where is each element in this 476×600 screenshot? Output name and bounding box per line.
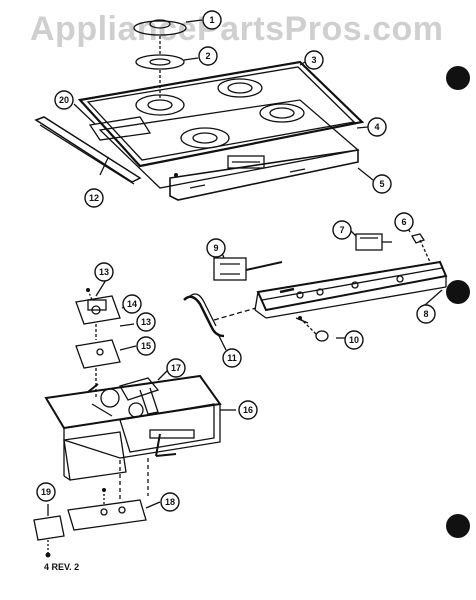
valve-bracket xyxy=(75,295,121,325)
svg-text:4: 4 xyxy=(374,122,379,132)
side-rail xyxy=(34,116,142,183)
cooktop-frame xyxy=(77,60,365,168)
svg-text:6: 6 xyxy=(401,217,406,227)
trim-strip xyxy=(88,116,152,141)
callout-5: 5 xyxy=(372,174,392,194)
svg-text:18: 18 xyxy=(165,497,175,507)
mounting-plate xyxy=(75,339,121,369)
svg-text:13: 13 xyxy=(141,317,151,327)
svg-text:8: 8 xyxy=(423,309,428,319)
svg-text:9: 9 xyxy=(213,243,218,253)
callout-17: 17 xyxy=(166,358,186,378)
svg-text:1: 1 xyxy=(209,15,214,25)
callout-8: 8 xyxy=(416,304,436,324)
svg-text:15: 15 xyxy=(141,341,151,351)
burner-cap xyxy=(133,20,187,36)
callout-1: 1 xyxy=(202,10,222,30)
registration-dot xyxy=(446,280,470,304)
svg-text:11: 11 xyxy=(227,353,237,363)
registration-dot xyxy=(446,514,470,538)
svg-text:19: 19 xyxy=(41,487,51,497)
svg-text:14: 14 xyxy=(127,299,137,309)
callout-13-top: 13 xyxy=(94,262,114,282)
control-knob-small xyxy=(315,330,329,342)
solenoid-block xyxy=(63,431,127,481)
terminal-block xyxy=(33,515,65,541)
callout-10: 10 xyxy=(344,330,364,350)
callout-7: 7 xyxy=(332,220,352,240)
control-plate xyxy=(227,155,265,169)
callout-6: 6 xyxy=(394,212,414,232)
svg-text:16: 16 xyxy=(243,405,253,415)
svg-text:10: 10 xyxy=(349,335,359,345)
callout-18: 18 xyxy=(160,492,180,512)
callout-9: 9 xyxy=(206,238,226,258)
callout-4: 4 xyxy=(367,117,387,137)
base-pan xyxy=(169,149,359,201)
valve-spring xyxy=(119,377,160,401)
svg-text:20: 20 xyxy=(59,95,69,105)
regulator-frame xyxy=(44,374,222,430)
support-bracket xyxy=(67,499,147,531)
wire-harness xyxy=(183,295,225,338)
callout-2: 2 xyxy=(198,46,218,66)
callout-15: 15 xyxy=(136,336,156,356)
svg-text:12: 12 xyxy=(89,193,99,203)
callout-13: 13 xyxy=(136,312,156,332)
callout-12: 12 xyxy=(84,188,104,208)
callout-14: 14 xyxy=(122,294,142,314)
spark-switch xyxy=(213,257,247,281)
svg-text:3: 3 xyxy=(311,55,316,65)
revision-label: 4 REV. 2 xyxy=(44,562,80,572)
callout-16: 16 xyxy=(238,400,258,420)
callout-20: 20 xyxy=(54,90,74,110)
rotary-switch xyxy=(355,233,383,251)
svg-text:2: 2 xyxy=(205,51,210,61)
svg-text:7: 7 xyxy=(339,225,344,235)
callout-19: 19 xyxy=(36,482,56,502)
svg-text:13: 13 xyxy=(99,267,109,277)
callout-11: 11 xyxy=(222,348,242,368)
callout-layer: 1 2 3 4 5 6 7 8 9 10 11 12 13 13 14 15 1… xyxy=(36,10,436,512)
watermark-text: AppliancePartsPros.com xyxy=(30,10,444,48)
registration-dot xyxy=(446,66,470,90)
burner-ring xyxy=(135,54,185,70)
svg-text:5: 5 xyxy=(379,179,384,189)
callout-3: 3 xyxy=(304,50,324,70)
control-knob xyxy=(411,233,425,244)
svg-text:17: 17 xyxy=(171,363,181,373)
